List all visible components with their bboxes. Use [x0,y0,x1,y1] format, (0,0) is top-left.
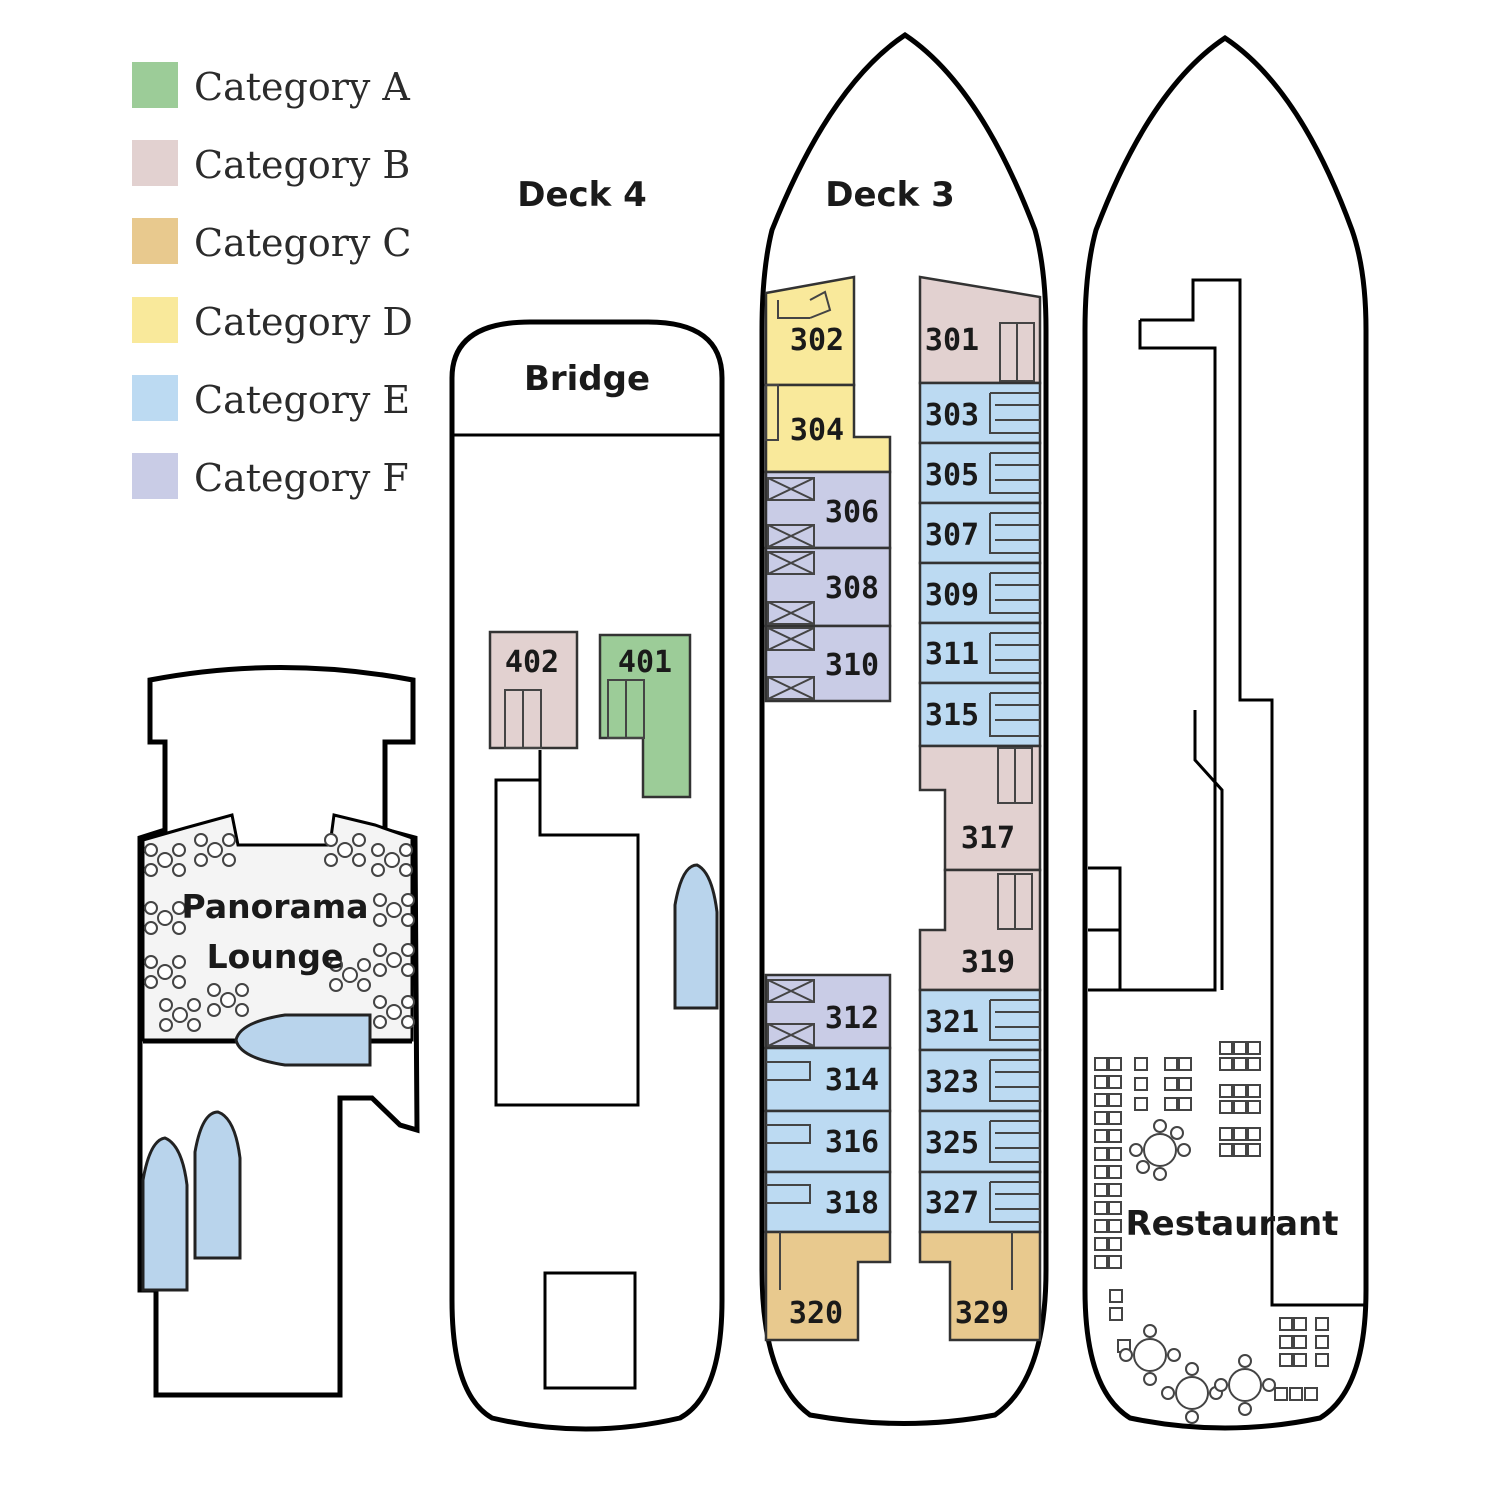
cabin-310[interactable] [764,624,892,703]
cabin-314-number: 314 [825,1063,879,1098]
cabin-309-number: 309 [925,578,979,613]
cabin-319-number: 319 [961,945,1015,980]
cabin-312-number: 312 [825,1001,879,1036]
cabin-312[interactable] [764,973,892,1050]
lifeboat-left-2 [193,1110,242,1260]
lounge-label-line1: Panorama [182,887,369,926]
legend-swatch-e [132,375,178,421]
legend-swatch-d [132,297,178,343]
cabin-301-number: 301 [925,323,979,358]
legend-label-d: Category D [194,300,413,344]
cabin-306[interactable] [764,470,892,550]
cabin-316[interactable] [764,1109,892,1174]
cabin-320-number: 320 [789,1296,843,1331]
deck4-outline [449,319,725,1432]
cabin-302-number: 302 [790,323,844,358]
lifeboat-left-1 [141,1136,189,1292]
cabin-327-number: 327 [925,1186,979,1221]
deck4: Deck 4 Bridge 402 401 [449,175,725,1432]
legend-label-a: Category A [194,65,410,109]
legend-swatch-c [132,218,178,264]
lounge-lifeboat [234,1013,372,1067]
cabin-304-number: 304 [790,413,844,448]
cabin-321-number: 321 [925,1005,979,1040]
cabin-310-number: 310 [825,648,879,683]
bridge-label: Bridge [524,359,650,399]
lounge-seating [144,833,415,1032]
legend-label-e: Category E [194,378,410,422]
cabin-303-number: 303 [925,398,979,433]
cabin-317-number: 317 [961,821,1015,856]
cabin-325-number: 325 [925,1126,979,1161]
deck4-hatch [543,1271,637,1390]
cabin-311-number: 311 [925,637,979,672]
legend: Category A Category B Category C Categor… [132,62,413,500]
cabin-401-number: 401 [618,645,672,680]
lounge-deck: Panorama Lounge [137,665,420,1398]
cabin-307-number: 307 [925,518,979,553]
deck4-lifeboat [673,863,719,1010]
deck3: Deck 3 302 304 306 308 310 312 314 [759,31,1049,1426]
legend-swatch-a [132,62,178,108]
cabin-320[interactable] [764,1230,892,1342]
restaurant-tables [1094,1041,1329,1424]
cabin-402-number: 402 [505,645,559,680]
restaurant-label: Restaurant [1125,1204,1338,1244]
deck4-interior-room [494,750,640,1107]
legend-label-b: Category B [194,143,410,187]
cabin-306-number: 306 [825,495,879,530]
cabin-329[interactable] [918,1230,1042,1342]
cabin-308-number: 308 [825,571,879,606]
legend-label-f: Category F [194,456,409,500]
cabin-316-number: 316 [825,1125,879,1160]
legend-swatch-b [132,140,178,186]
legend-label-c: Category C [194,221,411,265]
legend-swatch-f [132,453,178,499]
deck4-title: Deck 4 [517,175,647,215]
cabin-315-number: 315 [925,698,979,733]
cabin-329-number: 329 [955,1296,1009,1331]
restaurant-corridor [1088,278,1366,1307]
deck3-title: Deck 3 [825,175,955,215]
restaurant-deck-outline [1082,34,1369,1431]
cabin-323-number: 323 [925,1065,979,1100]
cabin-318-number: 318 [825,1186,879,1221]
cabin-305-number: 305 [925,458,979,493]
restaurant-deck: Restaurant [1082,34,1369,1431]
lounge-label-line2: Lounge [207,937,344,976]
